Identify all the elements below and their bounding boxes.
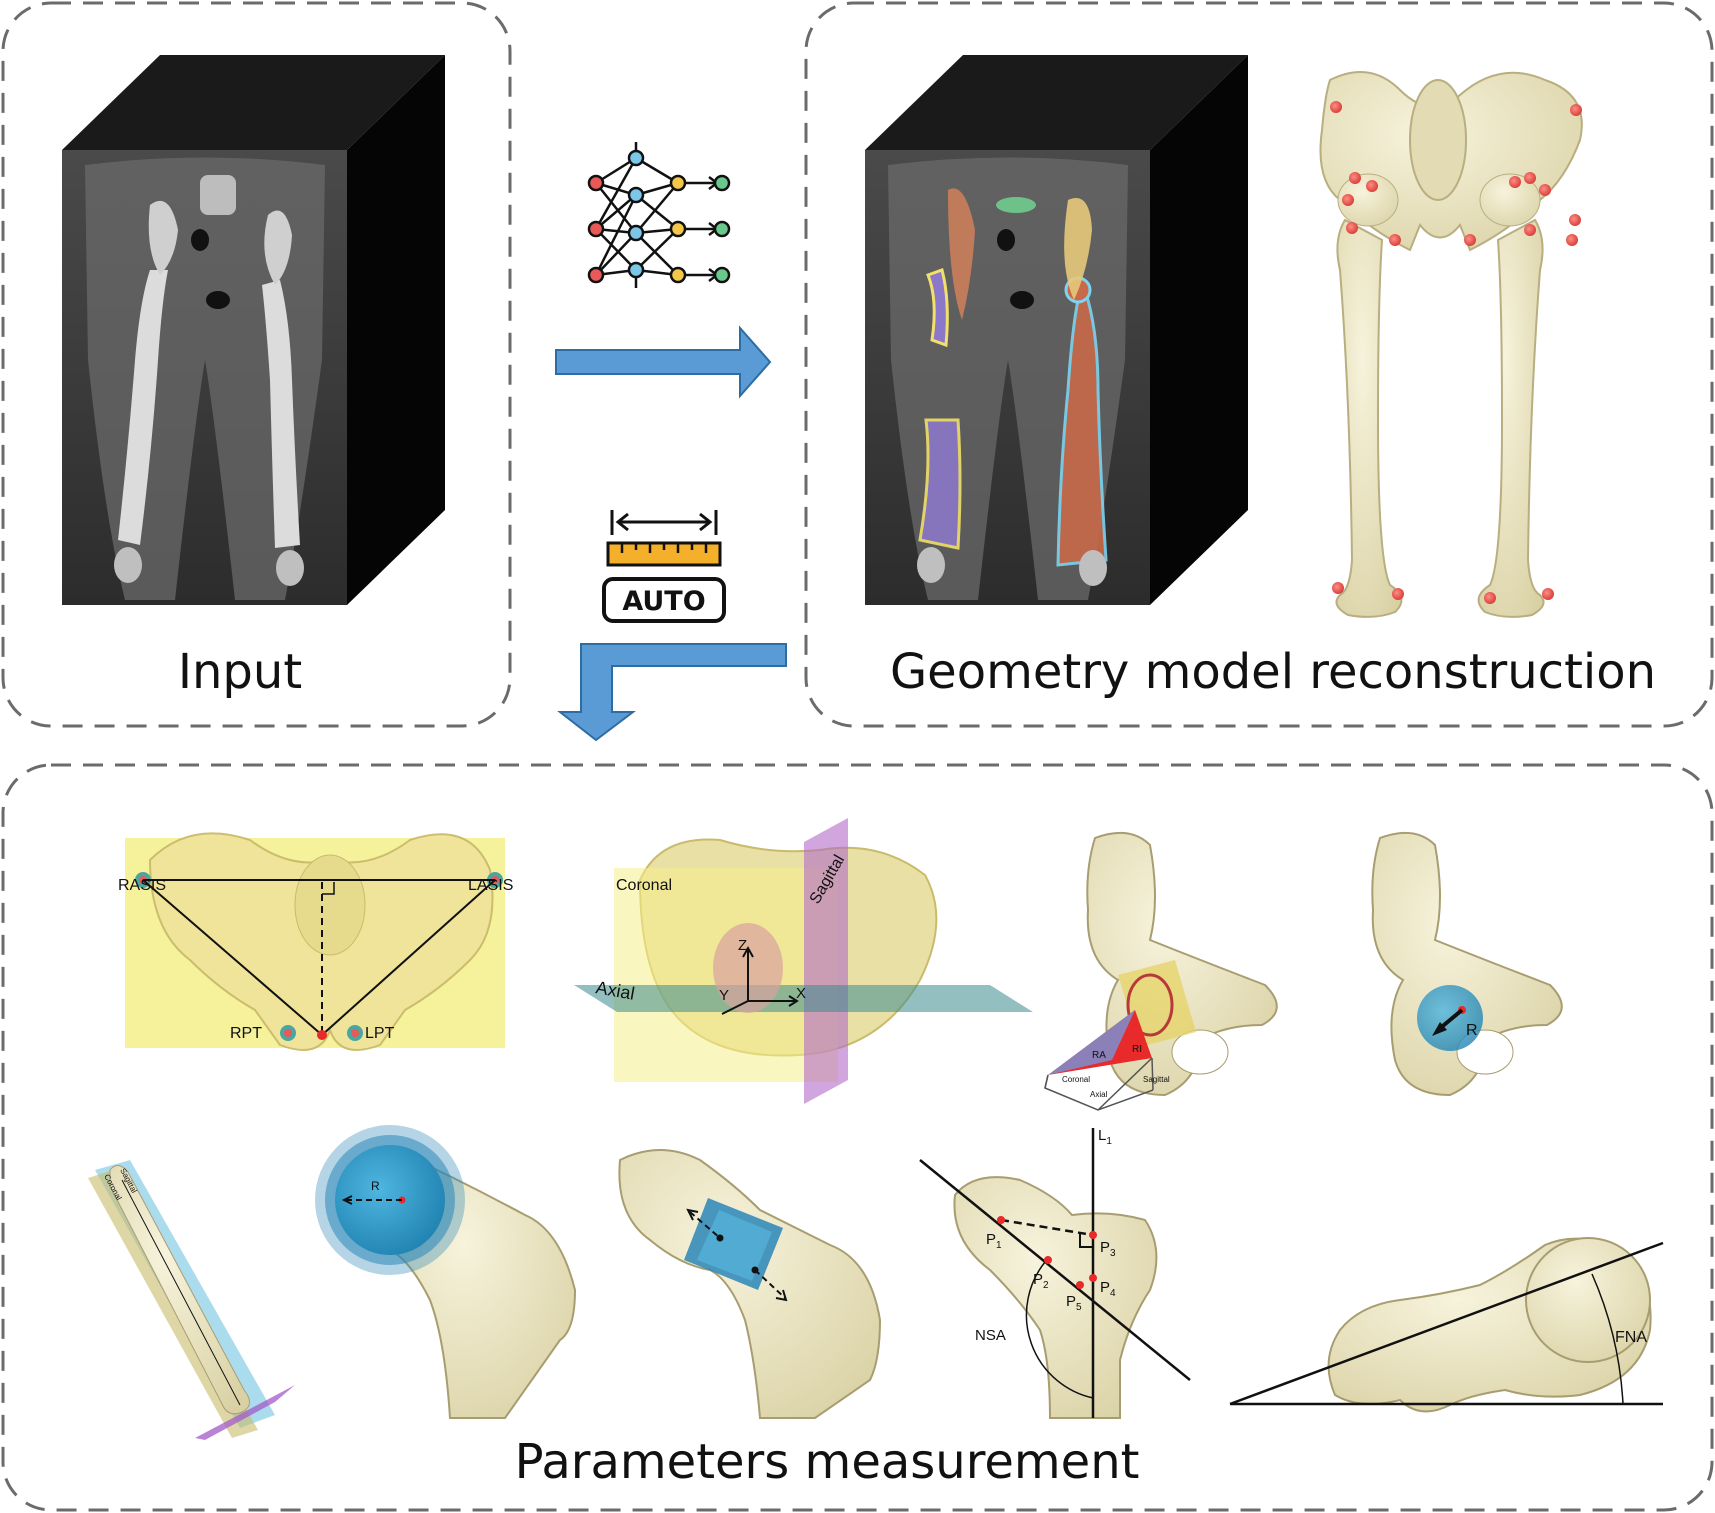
ct-volume-segmented [865,55,1248,605]
pelvis-anatomical-planes [574,818,1033,1104]
reconstruction-panel [804,1,1714,728]
label-p3: P3 [1100,1239,1116,1259]
label-rasis: RASIS [118,877,166,894]
label-ri: RI [1132,1044,1142,1055]
label-acetabulum-r: R [1466,1022,1478,1039]
input-title: Input [178,644,302,700]
acetabulum-radius [1371,831,1563,1097]
femoral-anteversion [1229,1237,1664,1413]
label-fna: FNA [1615,1329,1647,1346]
label-p5: P5 [1066,1293,1082,1313]
label-axis-x: X [796,985,806,1002]
label-femoral-head-r: R [371,1179,380,1193]
label-axis-y: Y [719,987,729,1004]
label-lpt: LPT [365,1025,395,1042]
label-axis-z: Z [738,937,747,954]
acetabulum-orientation [1044,831,1278,1111]
label-p2: P2 [1033,1271,1049,1291]
ruler-icon [606,510,722,567]
reconstructed-bone-model [1319,71,1583,618]
input-panel [1,1,512,728]
ct-volume-input [62,55,445,605]
neural-network-icon [587,142,731,288]
label-nsa: NSA [975,1327,1006,1344]
measurement-title: Parameters measurement [515,1434,1140,1490]
femur-axis-planes [88,1160,295,1440]
bent-arrow [557,643,787,742]
pelvis-frontal-measurement [125,832,505,1051]
label-p1: P1 [986,1231,1002,1251]
label-ra: RA [1092,1050,1106,1061]
auto-badge-icon: AUTO [602,577,726,623]
reconstruction-title: Geometry model reconstruction [890,644,1656,700]
label-rpt: RPT [230,1025,262,1042]
label-acetabulum-sagittal: Sagittal [1143,1075,1170,1084]
neck-shaft-angle [919,1128,1191,1419]
auto-badge-text: AUTO [622,586,705,617]
femoral-neck-measurement [618,1149,882,1419]
label-lasis: LASIS [468,877,513,894]
label-acetabulum-coronal: Coronal [1062,1075,1090,1084]
label-acetabulum-axial: Axial [1090,1090,1108,1099]
label-coronal-plane: Coronal [616,877,672,894]
label-l1: L1 [1098,1127,1112,1147]
label-p4: P4 [1100,1279,1116,1299]
measurement-panel [1,763,1714,1512]
femoral-head-radius [315,1125,577,1419]
right-arrow [555,325,772,399]
